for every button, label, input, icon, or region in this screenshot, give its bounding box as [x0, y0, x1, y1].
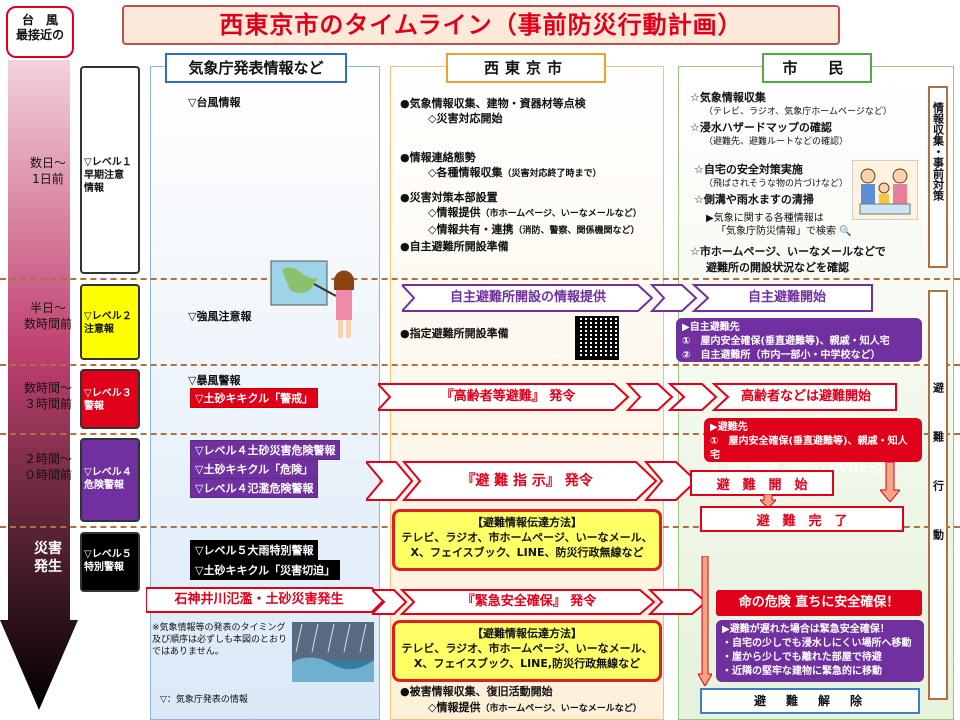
comm-methods-box-1: 【避難情報伝達方法】 テレビ、ラジオ、市ホームページ、いーなメール、X、フェイス…	[392, 509, 662, 571]
typhoon-label-line1: 台 風	[21, 13, 58, 27]
separator-2	[0, 364, 960, 366]
separator-1	[0, 278, 960, 280]
jma-header: 気象庁発表情報など	[165, 53, 347, 83]
city-item: ◇各種情報収集（災害対応終了時まで）	[428, 166, 602, 179]
down-arrow-icon	[880, 462, 900, 502]
comm-body-1: テレビ、ラジオ、市ホームページ、いーなメール、X、フェイスブック、LINE、防災…	[401, 531, 653, 559]
city-item: ●気象情報収集、建物・資器材等点検	[400, 97, 586, 110]
weather-presenter-illustration	[270, 260, 372, 340]
self-evac-dest-box: ▶自主避難先 ① 屋内安全確保(垂直避難等)、親戚・知人宅 ② 自主避難所（市内…	[676, 318, 922, 362]
comm-body-2: テレビ、ラジオ、市ホームページ、いーなメール、X、フェイスブック、LINE,防災…	[401, 642, 653, 670]
jma-landslide-imminent: ▽土砂キキクル「災害切迫」	[190, 560, 341, 580]
citizen-item: ☆側溝や雨水ますの清掃	[694, 193, 814, 206]
citizen-homepage-1: ☆市ホームページ、いーなメールなどで	[690, 245, 886, 258]
citizen-item: ☆自宅の安全対策実施	[694, 163, 803, 176]
city-item: ●自主避難所開設準備	[400, 240, 509, 253]
emergency-label: 『緊急安全確保』 発令	[461, 594, 597, 609]
sidebar-info-gathering: 情報収集・事前対策	[928, 86, 948, 268]
citizen-item: （飛ばされそうな物の片づけなど）	[704, 179, 849, 189]
timeline-arrow	[0, 60, 78, 710]
typhoon-label: 台 風 最接近の	[6, 6, 74, 58]
evac-order-label: 『避 難 指 示』 発令	[461, 473, 593, 489]
self-evac-start-label: 自主避難開始	[747, 290, 826, 305]
time-label-days: 数日～1日前	[29, 156, 66, 186]
time-label-2hours: ２時間～０時間前	[23, 452, 72, 482]
evac-order-chevrons	[366, 461, 698, 501]
city-item: ●災害対策本部設置	[400, 191, 498, 204]
city-item: ◇災害対応開始	[428, 112, 503, 125]
jma-strong-wind: ▽強風注意報	[188, 310, 252, 323]
citizen-item: （避難先、避難ルートなどの確認）	[704, 137, 849, 147]
city-item: ●情報連絡態勢	[400, 151, 476, 164]
comm-title-2: 【避難情報伝達方法】	[472, 627, 582, 640]
emergency-chevrons	[372, 589, 708, 615]
evac-dest-box: ▶避難先 ① 屋内安全確保(垂直避難等)、親戚・知人宅 ② 指定避難所（市内小・…	[704, 418, 922, 475]
jma-lv4-flood: ▽レベル４氾濫危険警報	[190, 478, 319, 498]
evac-done-box: 避 難 完 了	[700, 506, 904, 532]
city-designated-prep: ●指定避難所開設準備	[400, 327, 509, 340]
city-damage: ●被害情報収集、復旧活動開始	[400, 685, 553, 698]
qr-code	[575, 316, 619, 360]
disaster-event-label: 石神井川氾濫・土砂災害発生	[174, 592, 344, 607]
elderly-evac-chevrons	[378, 383, 897, 411]
typhoon-label-line2: 最接近の	[15, 28, 64, 42]
city-level1-list: ●気象情報収集、建物・資器材等点検 ◇災害対応開始 ●情報連絡態勢 ◇各種情報収…	[400, 96, 662, 254]
jma-storm-warning: ▽暴風警報	[188, 374, 241, 387]
danger-box: 命の危険 直ちに安全確保！	[716, 590, 922, 616]
citizens-header: 市 民	[762, 53, 872, 83]
storm-illustration	[292, 622, 374, 682]
city-header: 西東京市	[446, 53, 606, 83]
citizen-item: （テレビ、ラジオ、気象庁ホームページなど）	[704, 107, 892, 117]
evac-release-box: 避 難 解 除	[700, 688, 920, 714]
down-arrow-icon	[760, 494, 776, 508]
kishou-note: ▶気象に関する各種情報は 「気象庁防災情報」で検索 🔍	[706, 213, 852, 237]
jma-landslide-danger: ▽土砂キキクル「危険」	[190, 459, 319, 479]
jma-note: ※気象情報等の発表のタイミング及び順序は必ずしも本図のとおりではありません。	[152, 623, 288, 657]
city-info-provide: ◇情報提供（市ホームページ、いーなメールなど）	[428, 701, 642, 714]
time-label-halfday: 半日～数時間前	[23, 301, 72, 331]
jma-legend: ▽：気象庁発表の情報	[160, 695, 248, 705]
jma-typhoon-info: ▽台風情報	[188, 96, 241, 109]
city-item: ◇情報提供（市ホームページ、いーなメールなど）	[428, 206, 642, 219]
jma-landslide-caution: ▽土砂キキクル「警戒」	[190, 388, 319, 408]
separator-3	[0, 433, 960, 435]
jma-lv4-landslide: ▽レベル４土砂災害危険警報	[190, 440, 341, 460]
citizen-item: ☆浸水ハザードマップの確認	[690, 121, 832, 134]
comm-methods-box-2: 【避難情報伝達方法】 テレビ、ラジオ、市ホームページ、いーなメール、X、フェイス…	[392, 620, 662, 682]
evac-start-box: 避 難 開 始	[690, 470, 834, 496]
family-illustration	[851, 159, 919, 221]
jma-lv5-rain: ▽レベル５大雨特別警報	[190, 540, 319, 560]
disaster-event-chevron	[146, 587, 386, 613]
time-label-hours: 数時間～３時間前	[23, 381, 72, 411]
search-icon: 🔍	[839, 226, 852, 237]
self-evac-info-label: 自主避難所開設の情報提供	[449, 290, 606, 305]
citizens-level1-list: ☆気象情報収集 （テレビ、ラジオ、気象庁ホームページなど） ☆浸水ハザードマップ…	[690, 90, 892, 207]
comm-title-1: 【避難情報伝達方法】	[472, 516, 582, 529]
late-evac-box: ▶避難が遅れた場合は緊急安全確保！ ・自宅の少しでも浸水しにくい場所へ移動 ・崖…	[716, 620, 924, 682]
down-arrow-icon	[698, 556, 712, 686]
page-title: 西東京市のタイムライン（事前防災行動計画）	[122, 5, 840, 45]
elderly-start-label: 高齢者などは避難開始	[740, 389, 871, 404]
citizen-homepage-2: 避難所の開設状況などを確認	[706, 261, 849, 274]
sidebar-evacuation: 避難行動	[928, 290, 948, 700]
self-evac-chevrons	[402, 284, 873, 312]
citizen-item: ☆気象情報収集	[690, 91, 766, 104]
city-item: ◇情報共有・連携（消防、警察、関係機関など）	[428, 223, 640, 236]
elderly-evac-label: 『高齢者等避難』 発令	[440, 389, 576, 404]
time-label-disaster: 災害発生	[34, 541, 62, 575]
